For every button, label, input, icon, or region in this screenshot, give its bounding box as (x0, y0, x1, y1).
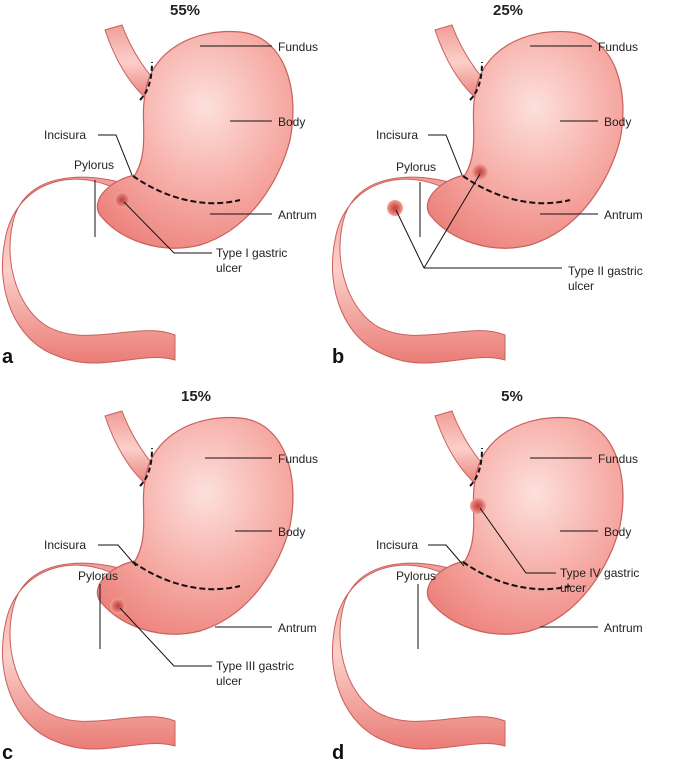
label-body: Body (278, 115, 306, 129)
label-body: Body (278, 525, 306, 539)
panel-b: 25% Fundus Body Antrum Incisura Pylorus … (330, 0, 672, 385)
percentage-label: 25% (492, 2, 524, 19)
leader-ulcer-2 (423, 173, 481, 269)
leader-incisura (428, 134, 463, 176)
panel-d: 5% Fundus Body Antrum Incisura Pylorus T… (330, 386, 672, 771)
label-antrum: Antrum (278, 208, 317, 222)
antrum-border (132, 175, 241, 205)
percentage-label: 55% (169, 2, 201, 19)
stomach-diagram-c (1, 410, 294, 750)
stomach (426, 416, 624, 635)
percentage-label: 15% (180, 388, 212, 405)
label-pylorus: Pylorus (396, 160, 437, 174)
antrum-border (462, 175, 571, 205)
label-body: Body (604, 525, 632, 539)
leader-ulcer (123, 201, 212, 254)
ulcer-marker (470, 498, 486, 514)
label-incisura: Incisura (376, 538, 419, 552)
antrum-border (132, 561, 241, 591)
stomach-diagram-a (1, 24, 294, 364)
label-incisura: Incisura (376, 128, 419, 142)
label-fundus: Fundus (278, 40, 319, 54)
leader-incisura (98, 134, 133, 176)
panel-letter: b (332, 346, 345, 368)
label-incisura: Incisura (44, 538, 87, 552)
panel-c: 15% Fundus Body Antrum Incisura Pylorus … (0, 386, 342, 771)
label-antrum: Antrum (604, 621, 643, 635)
leader-incisura (428, 544, 465, 567)
panel-a: 55% Fundus Body Antrum Incisura Pylorus … (0, 0, 342, 385)
stomach-diagram-b (331, 24, 624, 364)
label-ulcer-line1: Type I gastric (216, 246, 288, 260)
antrum-border (462, 561, 571, 591)
duodenum (331, 176, 506, 364)
fundus-border (139, 61, 153, 101)
label-antrum: Antrum (278, 621, 317, 635)
label-body: Body (604, 115, 632, 129)
percentage-label: 5% (501, 388, 523, 405)
label-ulcer-line2: ulcer (568, 279, 595, 293)
ulcer-marker-duodenum (387, 200, 403, 216)
label-pylorus: Pylorus (396, 569, 437, 583)
ulcer-marker-incisura (472, 164, 488, 180)
label-ulcer-line1: Type III gastric (216, 659, 295, 673)
label-ulcer-line2: ulcer (216, 261, 243, 275)
stomach (426, 30, 624, 249)
stomach-diagram-d (331, 410, 624, 750)
label-fundus: Fundus (598, 452, 639, 466)
label-pylorus: Pylorus (78, 569, 119, 583)
label-antrum: Antrum (604, 208, 643, 222)
fundus-border (469, 61, 483, 101)
label-incisura: Incisura (44, 128, 87, 142)
leader-ulcer (479, 507, 556, 574)
panel-letter: c (2, 742, 14, 764)
label-ulcer-line1: Type II gastric (568, 264, 643, 278)
label-ulcer-line1: Type IV gastric (560, 566, 640, 580)
stomach (96, 30, 294, 249)
panel-letter: d (332, 742, 345, 764)
panel-letter: a (2, 346, 14, 368)
duodenum (1, 176, 176, 364)
label-fundus: Fundus (598, 40, 639, 54)
fundus-border (139, 447, 153, 487)
duodenum (1, 562, 176, 750)
leader-ulcer (119, 607, 212, 667)
fundus-border (469, 447, 483, 487)
leader-incisura (98, 544, 137, 567)
label-fundus: Fundus (278, 452, 319, 466)
label-pylorus: Pylorus (74, 158, 115, 172)
leader-ulcer-1 (395, 209, 425, 269)
label-ulcer-line2: ulcer (216, 674, 243, 688)
label-ulcer-line2: ulcer (560, 581, 587, 595)
duodenum (331, 562, 506, 750)
